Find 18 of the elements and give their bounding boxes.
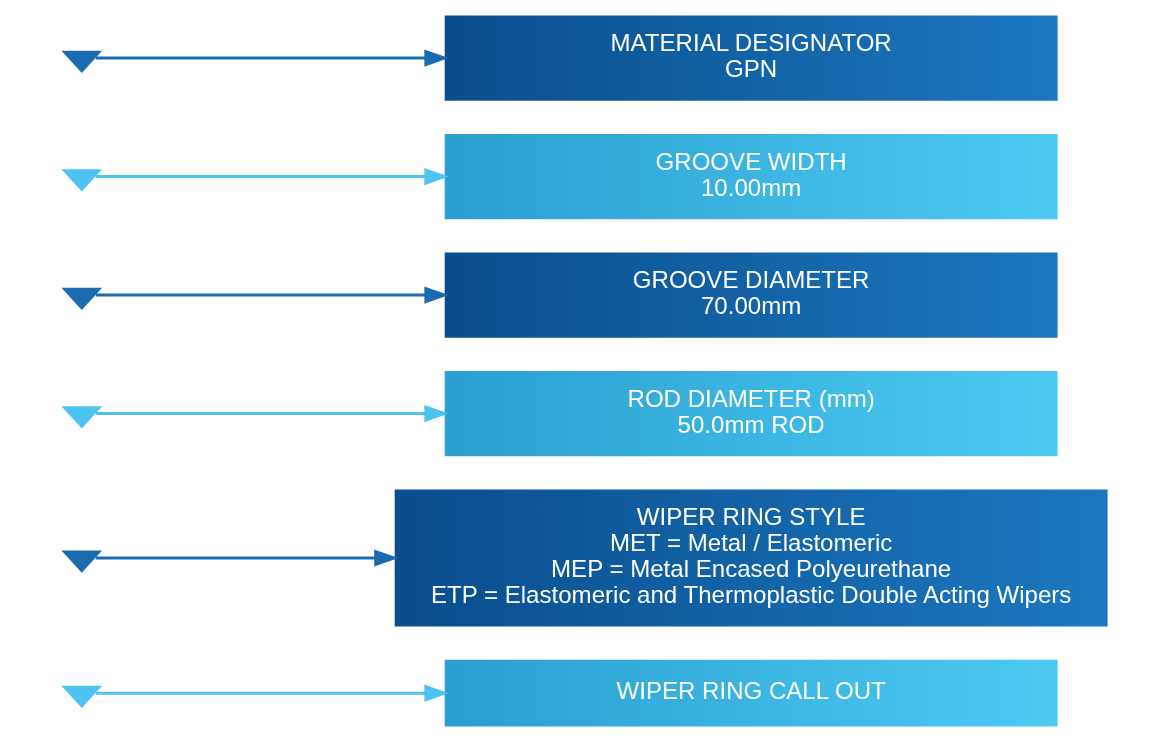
arrow [95,49,449,67]
node-triangle [61,287,103,310]
arrow [95,168,449,186]
node-box: WIPER RING CALL OUT [444,659,1058,727]
node-triangle [61,50,103,73]
node-box: MATERIAL DESIGNATOR GPN [444,15,1058,101]
node-box: WIPER RING STYLE MET = Metal / Elastomeric MEP = Metal Encased Polyeurethane ETP = Elastomeric and Thermoplastic Double Acting Wipers [394,489,1108,627]
arrow [95,405,449,423]
node-triangle [61,685,103,708]
node-triangle [61,550,103,573]
node-box: GROOVE DIAMETER 70.00mm [444,252,1058,338]
arrow [95,549,399,567]
node-triangle [61,406,103,429]
arrow [95,286,449,304]
node-triangle [61,169,103,192]
node-box: GROOVE WIDTH 10.00mm [444,134,1058,220]
arrow [95,684,449,702]
node-box: ROD DIAMETER (mm) 50.0mm ROD [444,371,1058,457]
